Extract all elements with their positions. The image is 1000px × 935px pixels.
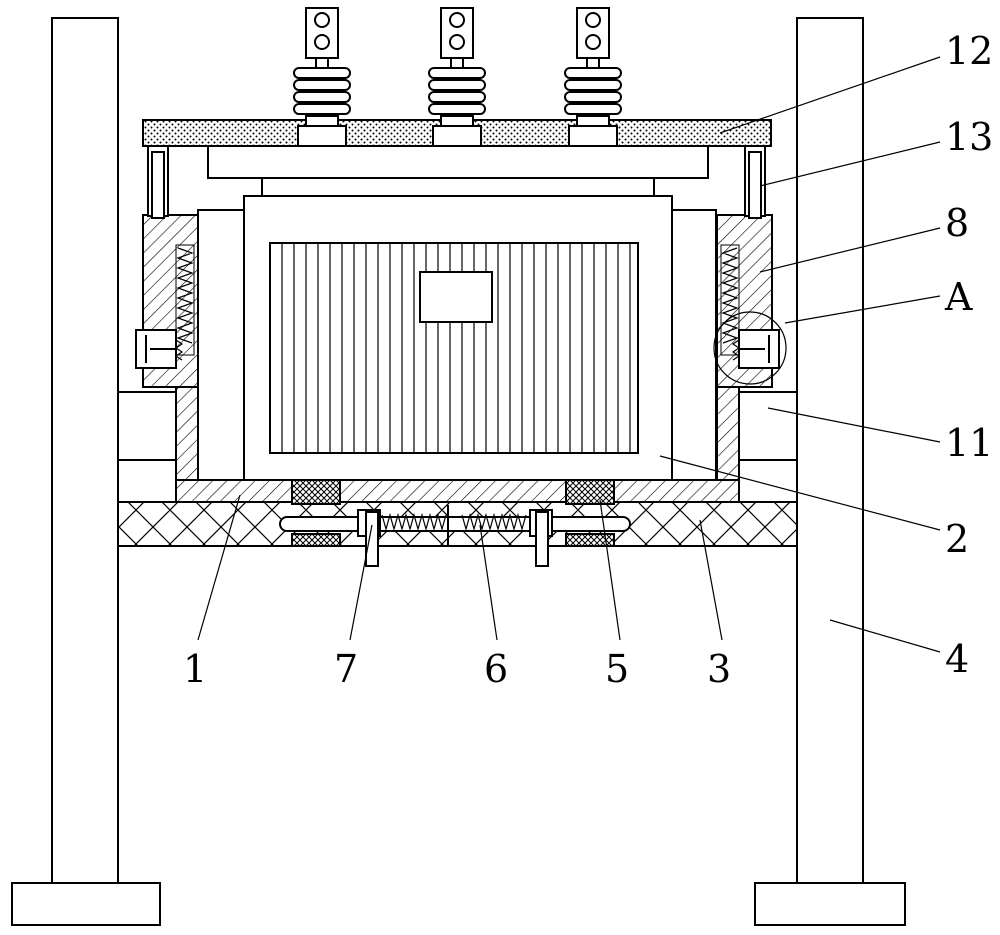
label-11: 11	[945, 421, 993, 465]
label-2: 2	[945, 517, 969, 561]
label-1: 1	[183, 647, 207, 691]
right-pad-upper	[565, 479, 615, 505]
label-7: 7	[334, 647, 358, 691]
label-8: 8	[945, 201, 969, 245]
side-blocks	[117, 391, 798, 503]
left-side-block	[117, 391, 177, 503]
left-column	[51, 17, 119, 885]
label-3: 3	[707, 647, 731, 691]
bushing-1	[293, 7, 351, 147]
label-a: A	[944, 275, 973, 319]
left-pad-upper	[291, 479, 341, 505]
label-5: 5	[605, 647, 629, 691]
label-12: 12	[945, 29, 993, 73]
right-column	[796, 17, 864, 885]
left-column-foot	[11, 882, 161, 926]
fin-lines	[281, 243, 631, 453]
bushing-2	[428, 7, 486, 147]
label-13: 13	[945, 115, 993, 159]
label-4: 4	[945, 637, 969, 681]
left-sliding-rod	[365, 511, 379, 567]
label-6: 6	[484, 647, 508, 691]
nameplate	[419, 271, 493, 323]
bottom-mechanism	[279, 479, 631, 567]
bushings	[293, 7, 622, 147]
transformer-body	[197, 195, 717, 481]
support-columns	[11, 17, 906, 926]
right-side-block	[738, 391, 798, 503]
leader-lines	[197, 56, 941, 653]
right-column-foot	[754, 882, 906, 926]
bushing-3	[564, 7, 622, 147]
detail-a-circle	[713, 311, 787, 385]
labels: 12 13 8 A 11 2 4 1 7 6 5 3	[183, 29, 993, 691]
right-sliding-rod	[535, 511, 549, 567]
guide-rod	[279, 516, 631, 532]
